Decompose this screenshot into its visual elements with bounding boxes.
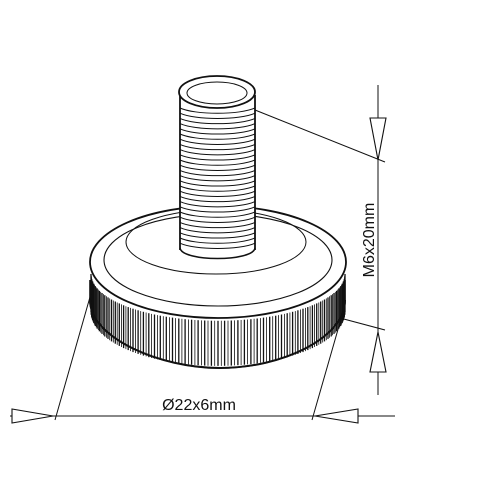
diameter-dimension	[10, 289, 395, 424]
diameter-extension-line-left	[54, 289, 93, 421]
thread-crest-line	[179, 216, 256, 223]
thread-crest-line	[179, 143, 256, 151]
thread-crest-line	[179, 123, 256, 130]
thread-dimension-label: M6x20mm	[361, 203, 378, 278]
thread-crest-line	[179, 159, 256, 166]
thread-crest-line	[179, 237, 256, 244]
thread-dimension	[254, 85, 387, 395]
thread-lines	[179, 107, 256, 249]
thread-crest-line	[179, 201, 256, 208]
knurled-base	[89, 205, 347, 370]
thread-crest-line	[179, 180, 256, 187]
thread-crest-line	[179, 149, 256, 156]
thread-crest-line	[179, 169, 256, 177]
thread-crest-line	[179, 107, 256, 114]
thread-crest-line	[179, 232, 256, 239]
diameter-dimension-label: Ø22x6mm	[162, 397, 236, 414]
thread-crest-line	[179, 206, 256, 213]
thread-crest-line	[179, 133, 256, 140]
diameter-arrow-left	[11, 408, 54, 424]
thread-crest-line	[179, 185, 256, 192]
thread-crest-line	[179, 190, 256, 197]
thread-crest-line	[179, 164, 256, 171]
thread-crest-line	[179, 195, 256, 203]
stud-base-junction	[179, 247, 256, 260]
thread-extension-line-top	[254, 109, 386, 163]
base-bottom-edge	[89, 299, 346, 370]
thread-crest-line	[179, 227, 256, 234]
thread-crest-line	[179, 128, 256, 135]
diameter-arrow-right	[314, 408, 359, 424]
thread-arrow-bottom	[369, 331, 387, 373]
diameter-extension-line-right	[311, 311, 344, 421]
thread-crest-line	[179, 242, 256, 249]
thread-crest-line	[179, 117, 256, 125]
thread-crest-line	[179, 221, 256, 229]
stud-top-end	[178, 75, 256, 109]
stud-top-chamfer	[186, 81, 248, 105]
thread-arrow-top	[369, 117, 387, 161]
thread-crest-line	[179, 112, 256, 119]
thread-crest-line	[179, 175, 256, 182]
threaded-stud	[178, 75, 256, 260]
thread-crest-line	[179, 138, 256, 145]
thread-crest-line	[179, 211, 256, 218]
thread-crest-line	[179, 154, 256, 161]
